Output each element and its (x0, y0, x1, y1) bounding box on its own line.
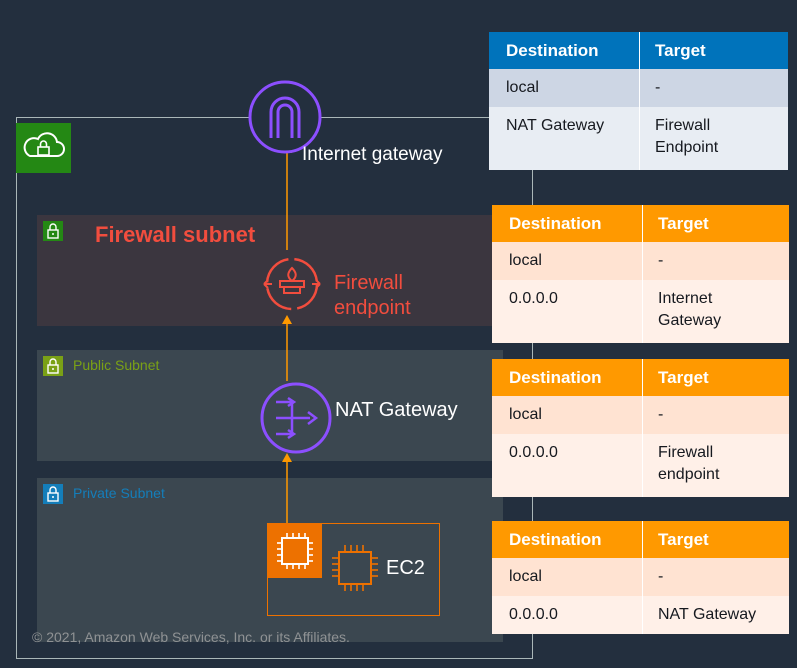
private-route-table-target-header: Target (642, 521, 789, 558)
nat-gateway-icon (260, 382, 332, 454)
target-cell: Firewall endpoint (642, 434, 789, 497)
igw-route-table: Destination Target local - NAT Gateway F… (489, 32, 788, 170)
destination-cell: 0.0.0.0 (509, 444, 558, 461)
target-cell-line1: Firewall (658, 444, 714, 461)
vpc-badge (16, 123, 71, 173)
firewall-route-table-destination-header: Destination (509, 214, 602, 233)
ec2-badge (268, 524, 322, 578)
target-cell-line1: Internet (658, 290, 713, 307)
target-cell: Firewall Endpoint (639, 107, 788, 170)
target-cell: - (642, 558, 789, 596)
target-cell: Internet Gateway (642, 280, 789, 343)
public-subnet-route-table: Destination Target local - 0.0.0.0 Firew… (492, 359, 789, 497)
private-subnet-title: Private Subnet (73, 485, 165, 501)
private-route-table-header: Destination Target (492, 521, 789, 558)
destination-cell: local (509, 406, 542, 423)
ec2-group-box (267, 523, 440, 616)
cloud-lock-icon (23, 132, 65, 157)
copyright-footer: © 2021, Amazon Web Services, Inc. or its… (32, 629, 350, 645)
public-route-table-header: Destination Target (492, 359, 789, 396)
private-subnet-lock-icon (43, 484, 63, 504)
ec2-label: EC2 (386, 557, 425, 579)
internet-gateway-icon (248, 80, 322, 154)
destination-cell: 0.0.0.0 (509, 290, 558, 307)
firewall-subnet-title: Firewall subnet (95, 222, 256, 247)
igw-route-table-header: Destination Target (489, 32, 788, 69)
table-row: NAT Gateway Firewall Endpoint (489, 107, 788, 170)
firewall-route-table-target-header: Target (642, 205, 789, 242)
firewall-endpoint-label-line1: Firewall (334, 272, 403, 294)
target-cell: - (639, 69, 788, 107)
internet-gateway-label: Internet gateway (302, 144, 443, 165)
chip-icon (277, 533, 313, 569)
private-route-table-destination-header: Destination (509, 530, 602, 549)
destination-cell: NAT Gateway (506, 117, 605, 134)
table-row: local - (492, 396, 789, 434)
table-row: 0.0.0.0 Internet Gateway (492, 280, 789, 343)
target-cell: - (642, 396, 789, 434)
table-row: 0.0.0.0 NAT Gateway (492, 596, 789, 634)
private-subnet-route-table: Destination Target local - 0.0.0.0 NAT G… (492, 521, 789, 634)
igw-route-table-destination-header: Destination (506, 41, 599, 60)
target-cell-line2: Gateway (658, 312, 722, 329)
public-subnet-lock-icon (43, 356, 63, 376)
target-cell-line2: endpoint (658, 466, 720, 483)
destination-cell: local (506, 79, 539, 96)
igw-route-table-target-header: Target (639, 32, 788, 69)
target-cell: - (642, 242, 789, 280)
destination-cell: local (509, 568, 542, 585)
target-cell-line2: Endpoint (655, 139, 719, 156)
firewall-subnet-lock-icon (43, 221, 63, 241)
target-cell: NAT Gateway (642, 596, 789, 634)
table-row: local - (492, 558, 789, 596)
target-cell-line1: Firewall (655, 117, 711, 134)
table-row: local - (489, 69, 788, 107)
firewall-endpoint-label-line2: endpoint (334, 297, 411, 319)
public-subnet-title: Public Subnet (73, 357, 160, 373)
firewall-subnet-route-table: Destination Target local - 0.0.0.0 Inter… (492, 205, 789, 343)
nat-gateway-label: NAT Gateway (335, 399, 458, 421)
public-route-table-destination-header: Destination (509, 368, 602, 387)
table-row: local - (492, 242, 789, 280)
firewall-route-table-header: Destination Target (492, 205, 789, 242)
firewall-endpoint-label: Firewall endpoint (334, 271, 411, 321)
destination-cell: 0.0.0.0 (509, 606, 558, 623)
destination-cell: local (509, 252, 542, 269)
ec2-instance-icon (332, 545, 378, 591)
table-row: 0.0.0.0 Firewall endpoint (492, 434, 789, 497)
public-route-table-target-header: Target (642, 359, 789, 396)
firewall-endpoint-icon (263, 257, 321, 311)
